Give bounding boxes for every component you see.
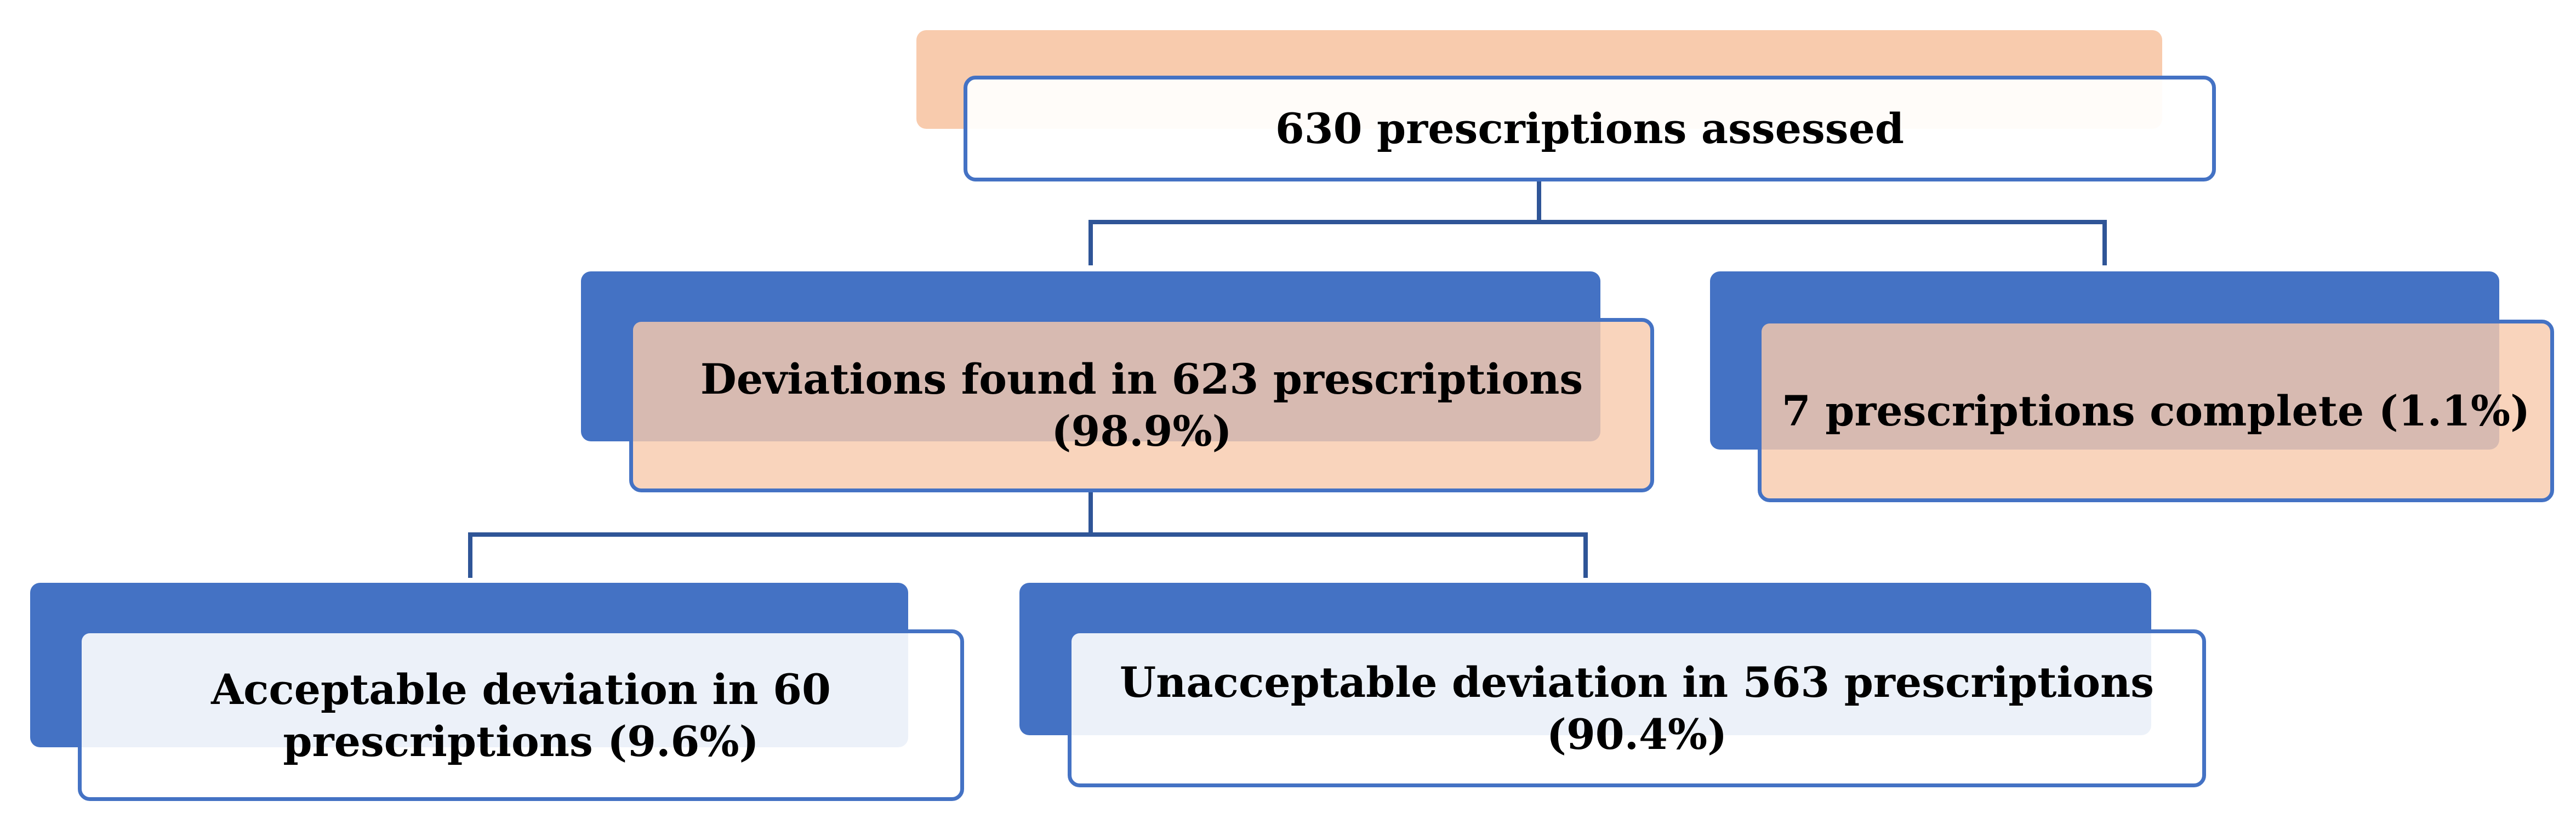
root-node-label: 630 prescriptions assessed [1275, 104, 1905, 153]
complete-node-label: 7 prescriptions complete (1.1%) [1781, 387, 2531, 435]
acceptable-node-label: Acceptable deviation in 60 prescriptions… [211, 664, 831, 766]
connector-deviations-to-level2 [468, 488, 1588, 578]
complete-node: 7 prescriptions complete (1.1%) [1758, 320, 2554, 502]
unacceptable-node-label: Unacceptable deviation in 563 prescripti… [1119, 658, 2155, 759]
root-node: 630 prescriptions assessed [964, 76, 2216, 181]
deviations-node: Deviations found in 623 prescriptions (9… [629, 318, 1654, 492]
connector-root-to-level1 [1088, 179, 2107, 265]
unacceptable-node: Unacceptable deviation in 563 prescripti… [1068, 629, 2206, 787]
acceptable-node: Acceptable deviation in 60 prescriptions… [78, 629, 964, 801]
deviations-node-label: Deviations found in 623 prescriptions (9… [700, 355, 1583, 456]
